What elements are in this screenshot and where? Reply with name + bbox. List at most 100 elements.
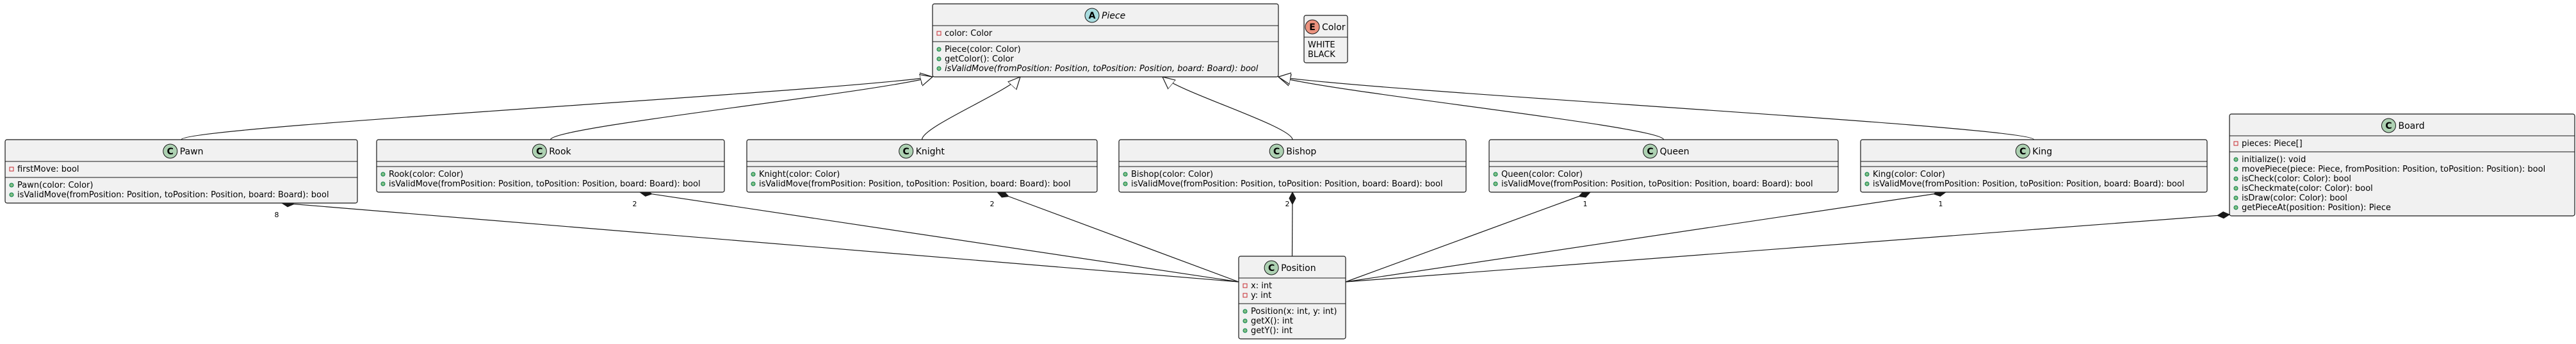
multiplicity-label: 1: [1939, 200, 1943, 208]
class-icon: [1643, 143, 1658, 159]
class-box-pawn: [4, 139, 358, 204]
public-visibility-icon: [2233, 186, 2238, 191]
class-member: isValidMove(fromPosition: Position, toPo…: [1501, 179, 1813, 189]
multiplicity-label: 1: [1583, 200, 1588, 208]
class-member: x: int: [1251, 281, 1272, 291]
class-member: isValidMove(fromPosition: Position, toPo…: [17, 190, 329, 200]
class-member: initialize(): void: [2242, 155, 2306, 165]
class-name: Rook: [549, 147, 571, 157]
public-visibility-icon: [936, 56, 942, 61]
public-visibility-icon: [936, 66, 942, 71]
class-member: isCheckmate(color: Color): bool: [2242, 184, 2373, 193]
public-visibility-icon: [1243, 309, 1248, 314]
public-visibility-icon: [751, 181, 756, 186]
private-visibility-icon: [2233, 141, 2238, 146]
class-name: Knight: [916, 147, 945, 157]
class-member: y: int: [1251, 291, 1271, 300]
composition-line-king: [1345, 192, 1946, 283]
public-visibility-icon: [1123, 172, 1128, 177]
class-name: Position: [1281, 263, 1316, 274]
inheritance-arrow-king: [1278, 77, 2035, 140]
class-icon: [899, 143, 914, 159]
public-visibility-icon: [1864, 181, 1870, 186]
class-box-position: [1238, 256, 1346, 340]
class-member: movePiece(piece: Piece, fromPosition: Po…: [2242, 165, 2545, 174]
stereotype-letter: C: [167, 147, 174, 157]
public-visibility-icon: [9, 192, 14, 197]
public-visibility-icon: [9, 183, 14, 188]
class-box-piece: [932, 3, 1279, 78]
public-visibility-icon: [2233, 205, 2238, 210]
class-member: Piece(color: Color): [945, 45, 1021, 54]
class-icon: [1264, 260, 1279, 275]
class-member: pieces: Piece[]: [2242, 139, 2303, 149]
class-member: isValidMove(fromPosition: Position, toPo…: [389, 179, 701, 189]
multiplicity-label: 8: [275, 211, 279, 219]
class-name: Board: [2399, 121, 2425, 131]
class-member: getPieceAt(position: Position): Piece: [2242, 203, 2391, 213]
public-visibility-icon: [380, 172, 386, 177]
public-visibility-icon: [2233, 157, 2238, 162]
class-member: color: Color: [945, 29, 993, 38]
class-member: BLACK: [1308, 50, 1335, 60]
public-visibility-icon: [1123, 181, 1128, 186]
public-visibility-icon: [2233, 195, 2238, 201]
stereotype-letter: E: [1309, 22, 1316, 33]
class-member: King(color: Color): [1873, 170, 1945, 179]
multiplicity-label: 2: [633, 200, 637, 208]
public-visibility-icon: [1493, 181, 1498, 186]
stereotype-letter: C: [1273, 147, 1280, 157]
class-icon: [163, 143, 178, 159]
private-visibility-icon: [1243, 283, 1248, 288]
class-member: getX(): int: [1251, 316, 1293, 326]
public-visibility-icon: [1243, 318, 1248, 324]
class-member: isCheck(color: Color): bool: [2242, 174, 2351, 184]
enum-icon: [1305, 19, 1320, 35]
multiplicity-label: 2: [1285, 200, 1290, 208]
inheritance-arrow-pawn: [181, 77, 933, 140]
class-member: getColor(): Color: [945, 54, 1015, 64]
stereotype-letter: C: [536, 147, 542, 157]
inheritance-arrow-rook: [550, 77, 933, 140]
class-member: Position(x: int, y: int): [1251, 307, 1337, 316]
inheritance-arrow-queen: [1278, 77, 1665, 140]
class-member: WHITE: [1308, 40, 1335, 50]
class-name: King: [2032, 147, 2052, 157]
private-visibility-icon: [9, 167, 14, 172]
public-visibility-icon: [751, 172, 756, 177]
class-name: Queen: [1660, 147, 1690, 157]
stereotype-letter: A: [1089, 11, 1096, 21]
stereotype-letter: C: [1647, 147, 1653, 157]
class-member: Bishop(color: Color): [1131, 170, 1213, 179]
class-name: Piece: [1102, 11, 1125, 21]
composition-line-knight: [997, 192, 1239, 283]
public-visibility-icon: [936, 47, 942, 52]
composition-line-rook: [640, 192, 1239, 283]
class-member: Knight(color: Color): [759, 170, 840, 179]
composition-line-board: [1345, 215, 2230, 283]
stereotype-letter: C: [2019, 147, 2026, 157]
composition-line-queen: [1345, 192, 1590, 283]
public-visibility-icon: [1864, 172, 1870, 177]
class-name: Color: [1322, 22, 1346, 33]
class-member: isValidMove(fromPosition: Position, toPo…: [1131, 179, 1443, 189]
class-box-rook: [376, 139, 725, 193]
class-member: getY(): int: [1251, 326, 1292, 336]
stereotype-letter: C: [1268, 263, 1275, 274]
class-box-king: [1860, 139, 2208, 193]
class-icon: [532, 143, 547, 159]
class-member: isValidMove(fromPosition: Position, toPo…: [1873, 179, 2185, 189]
class-box-bishop: [1118, 139, 1467, 193]
class-member: isValidMove(fromPosition: Position, toPo…: [945, 64, 1259, 74]
class-icon: [1269, 143, 1284, 159]
